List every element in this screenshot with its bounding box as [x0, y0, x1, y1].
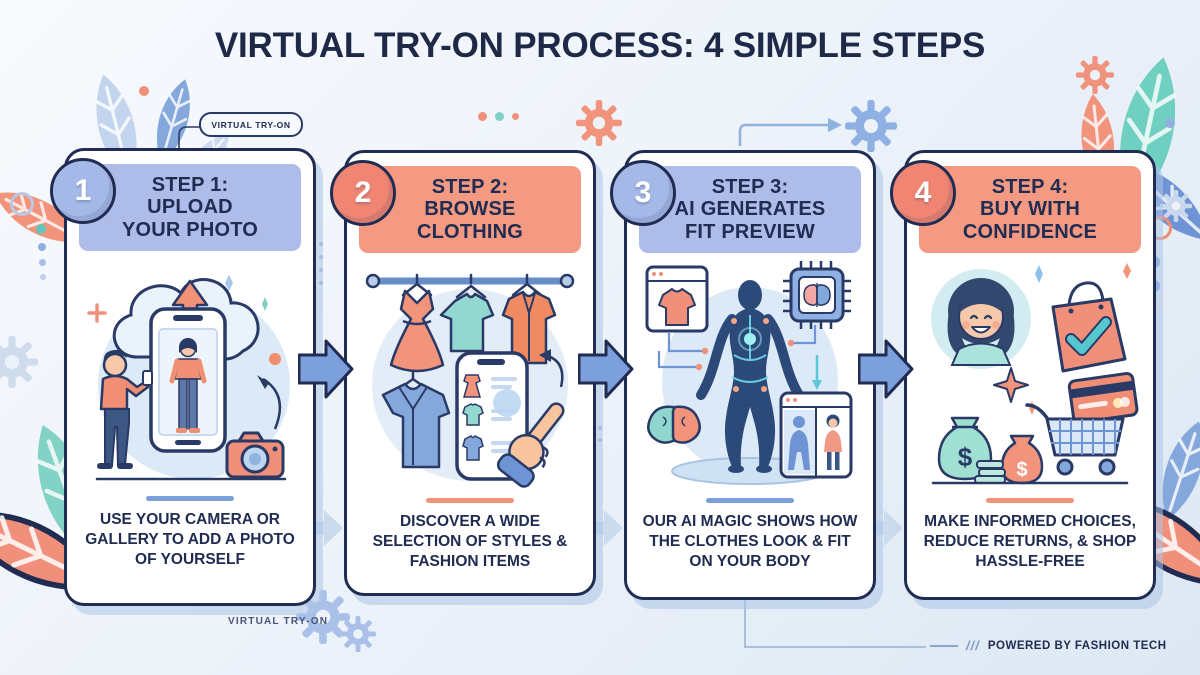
- card-divider: [706, 498, 794, 504]
- step-title-line: AI GENERATES: [674, 198, 826, 221]
- svg-text:$: $: [958, 442, 973, 472]
- shopping-bag-check-icon: [1051, 281, 1127, 373]
- svg-text:$: $: [1016, 459, 1027, 481]
- step-title-line: YOUR PHOTO: [121, 218, 259, 241]
- step-number-badge: 1: [50, 158, 116, 224]
- ring-decoration: [10, 192, 34, 216]
- step-number-badge: 2: [330, 160, 396, 226]
- virtual-try-on-footer-label: VIRTUAL TRY-ON: [228, 616, 329, 627]
- dot-decoration: [38, 243, 46, 251]
- ai-chip-icon: [783, 261, 851, 330]
- blazer-icon: [381, 382, 451, 469]
- dot-decoration: [319, 268, 323, 272]
- step-card-4: 4 STEP 4: BUY WITH CONFIDENCE: [890, 150, 1156, 600]
- gear-icon: [340, 616, 376, 652]
- gear-icon: [576, 100, 622, 146]
- step-title-line: CONFIDENCE: [962, 220, 1098, 243]
- footer-line: [930, 644, 958, 647]
- dot-decoration: [512, 113, 519, 120]
- dot-decoration: [40, 274, 46, 280]
- fit-preview-illustration: [645, 261, 853, 486]
- powered-by-label: POWERED BY FASHION TECH: [987, 639, 1167, 652]
- step-title-line: CLOTHING: [416, 220, 524, 243]
- gear-icon: [0, 336, 38, 388]
- dot-decoration: [1165, 118, 1175, 128]
- browse-clothing-illustration: [365, 273, 575, 488]
- dot-decoration: [39, 259, 46, 266]
- tshirt-icon: [439, 292, 495, 353]
- step-title: STEP 4: BUY WITH CONFIDENCE: [919, 166, 1141, 254]
- step-title-line: FIT PREVIEW: [685, 220, 815, 243]
- buy-confidence-illustration: $ $: [931, 263, 1139, 485]
- dot-decoration: [139, 86, 149, 96]
- brain-icon: [647, 405, 701, 445]
- step-title-line: BUY WITH: [979, 198, 1081, 221]
- slashes-decoration: ///: [966, 638, 980, 653]
- step-title: STEP 2: BROWSE CLOTHING: [359, 166, 581, 254]
- step-title-line: STEP 4:: [991, 176, 1069, 198]
- upload-photo-illustration: [87, 275, 290, 481]
- body-scan-icon: [696, 280, 804, 474]
- card-divider: [986, 498, 1074, 504]
- card-divider: [146, 496, 234, 502]
- credit-card-icon: [1067, 372, 1139, 425]
- step-card-1: 1 STEP 1: UPLOAD YOUR PHOTO: [50, 148, 316, 606]
- dot-decoration: [495, 112, 504, 121]
- dot-decoration: [598, 426, 602, 430]
- hand-tap-icon: [496, 402, 565, 488]
- dot-decoration: [319, 255, 323, 259]
- step-caption: OUR AI MAGIC SHOWS HOW THE CLOTHES LOOK …: [642, 513, 858, 570]
- step-arrow-icon: [298, 338, 354, 400]
- step-arrow-icon: [578, 338, 634, 400]
- step-arrow-icon: [858, 338, 914, 400]
- step-title-line: STEP 3:: [711, 176, 789, 198]
- dot-decoration: [598, 438, 602, 442]
- step-title: STEP 1: UPLOAD YOUR PHOTO: [79, 164, 301, 252]
- step-card-3: 3 STEP 3: AI GENERATES FIT PREVIEW: [610, 150, 876, 600]
- fit-comparison-icon: [779, 391, 853, 479]
- happy-customer-icon: [931, 269, 1031, 370]
- dot-decoration: [478, 112, 487, 121]
- gear-icon: [845, 100, 897, 152]
- step-card-2: 2 STEP 2: BROWSE CLOTHING: [330, 150, 596, 596]
- step-title: STEP 3: AI GENERATES FIT PREVIEW: [639, 166, 861, 254]
- step-number-badge: 3: [610, 160, 676, 226]
- dot-decoration: [319, 281, 323, 285]
- powered-by: /// POWERED BY FASHION TECH: [930, 638, 1167, 653]
- step-caption: DISCOVER A WIDE SELECTION OF STYLES & FA…: [372, 513, 568, 570]
- step-caption: USE YOUR CAMERA OR GALLERY TO ADD A PHOT…: [85, 511, 295, 568]
- dress-icon: [389, 289, 445, 373]
- shopping-cart-icon: [1025, 403, 1125, 476]
- step-title-line: UPLOAD: [147, 196, 233, 219]
- virtual-try-on-pill: VIRTUAL TRY-ON: [199, 112, 303, 137]
- star-icon: [993, 367, 1029, 404]
- step-number-badge: 4: [890, 160, 956, 226]
- step-caption: MAKE INFORMED CHOICES, REDUCE RETURNS, &…: [923, 513, 1137, 570]
- step-title-line: BROWSE: [424, 198, 516, 221]
- money-bags-icon: $ $: [937, 416, 1044, 485]
- dot-decoration: [36, 224, 46, 234]
- step-title-line: STEP 2:: [431, 176, 509, 198]
- card-divider: [426, 498, 514, 504]
- page-title: VIRTUAL TRY-ON PROCESS: 4 SIMPLE STEPS: [214, 26, 986, 65]
- dot-decoration: [319, 242, 323, 246]
- step-title-line: STEP 1:: [151, 174, 229, 196]
